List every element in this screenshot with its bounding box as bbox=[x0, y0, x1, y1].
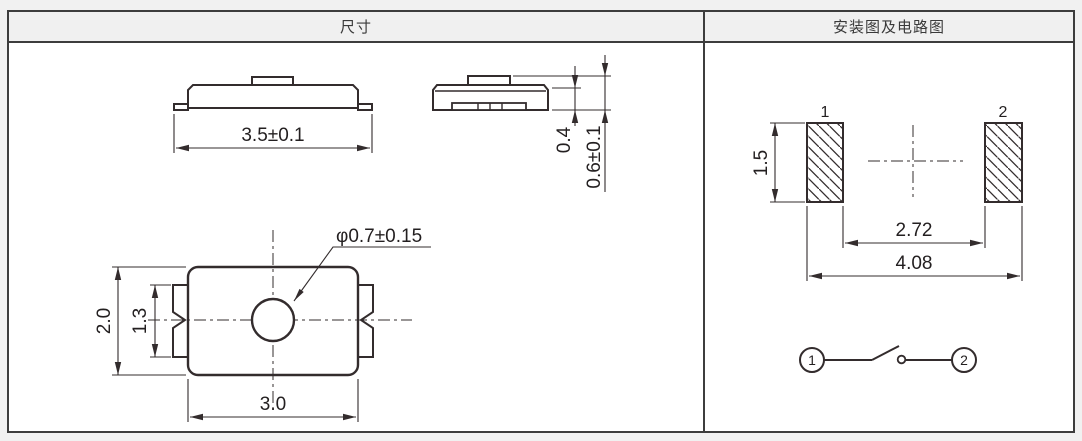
front-view-right-foot bbox=[357, 103, 373, 111]
top-depth-dimension bbox=[112, 266, 186, 376]
pad-layout bbox=[806, 122, 1023, 203]
pad-height-dimension bbox=[770, 122, 805, 203]
hole-diameter-value: φ0.7±0.15 bbox=[336, 226, 422, 247]
side-view-button bbox=[467, 75, 511, 86]
circuit-switch-arm bbox=[871, 345, 900, 361]
mounting-header-label: 安装图及电路图 bbox=[832, 19, 945, 36]
hole-leader bbox=[293, 246, 431, 302]
pad-1-label: 1 bbox=[821, 104, 830, 121]
pad-centerlines bbox=[868, 125, 963, 197]
table-header-row: 尺寸 安装图及电路图 bbox=[9, 12, 1073, 43]
front-width-value: 3.5±0.1 bbox=[241, 125, 304, 146]
top-width-dimension bbox=[187, 379, 359, 422]
circuit-diagram bbox=[799, 345, 977, 373]
front-view bbox=[173, 76, 373, 111]
top-view bbox=[148, 230, 412, 410]
top-view-hole bbox=[250, 297, 296, 343]
top-width-value: 3.0 bbox=[260, 394, 286, 415]
side-view bbox=[432, 75, 549, 111]
top-view-left-terminal bbox=[172, 284, 188, 358]
front-view-left-foot bbox=[173, 103, 189, 111]
circuit-terminal-2-label: 2 bbox=[960, 352, 968, 368]
header-cell-mounting: 安装图及电路图 bbox=[705, 12, 1073, 41]
front-view-button bbox=[251, 76, 294, 86]
pad-span-value: 4.08 bbox=[896, 253, 933, 274]
pad-gap-dimension bbox=[842, 206, 986, 248]
top-depth-value: 2.0 bbox=[94, 308, 115, 334]
table-column-divider bbox=[703, 41, 705, 433]
total-height-value: 0.6±0.1 bbox=[584, 125, 605, 188]
terminal-width-dimension bbox=[150, 284, 171, 358]
dimensions-header-label: 尺寸 bbox=[339, 19, 372, 36]
side-view-terminal-strip bbox=[451, 102, 527, 111]
circuit-terminal-1-label: 1 bbox=[808, 352, 816, 368]
pad-height-value: 1.5 bbox=[751, 150, 772, 176]
pad-2-label: 2 bbox=[999, 104, 1008, 121]
front-width-dimension bbox=[173, 114, 373, 153]
spec-table: 尺寸 安装图及电路图 bbox=[7, 10, 1075, 433]
terminal-width-value: 1.3 bbox=[130, 308, 151, 334]
pad-gap-value: 2.72 bbox=[896, 220, 933, 241]
body-height-value: 0.4 bbox=[554, 126, 575, 153]
side-view-terminal-dividers bbox=[477, 103, 503, 110]
height-dimensions bbox=[513, 55, 611, 192]
front-view-body bbox=[187, 84, 359, 109]
pad-span-dimension bbox=[806, 206, 1023, 281]
header-cell-dimensions: 尺寸 bbox=[9, 12, 705, 41]
circuit-contact-point bbox=[896, 354, 907, 365]
top-view-right-terminal bbox=[358, 284, 374, 358]
